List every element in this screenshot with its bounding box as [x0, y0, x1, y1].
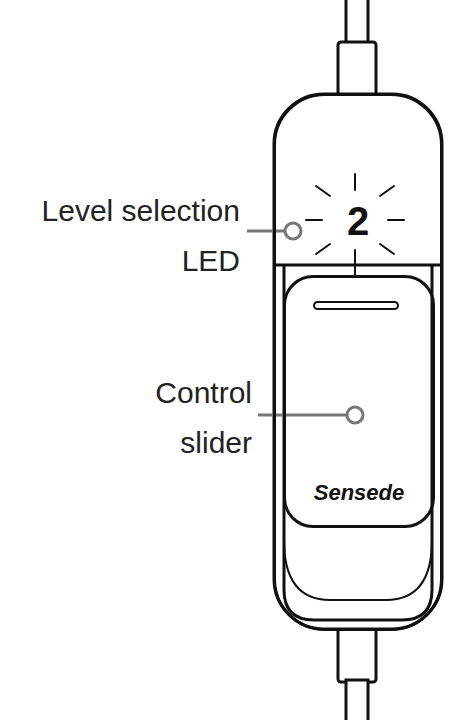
- housing-divider: [274, 264, 442, 267]
- cable-sleeve-bottom: [338, 626, 376, 682]
- control-slider: Sensede: [283, 275, 435, 528]
- track-bottom-edge: [284, 540, 432, 600]
- callout-label: Level selection LED: [4, 186, 240, 286]
- cable-sleeve-top: [338, 42, 376, 96]
- cable-bottom: [346, 680, 368, 720]
- grip-slot: [313, 301, 399, 310]
- remote-housing: 2Sensede: [273, 93, 443, 631]
- housing-fill: [274, 94, 442, 629]
- slider-track: [284, 265, 432, 620]
- leader-lines: [247, 223, 363, 423]
- callout-label: Control slider: [122, 368, 252, 468]
- brand-name: Sensede: [286, 479, 432, 507]
- cable-top: [346, 0, 368, 44]
- led-digit: 2: [276, 198, 440, 244]
